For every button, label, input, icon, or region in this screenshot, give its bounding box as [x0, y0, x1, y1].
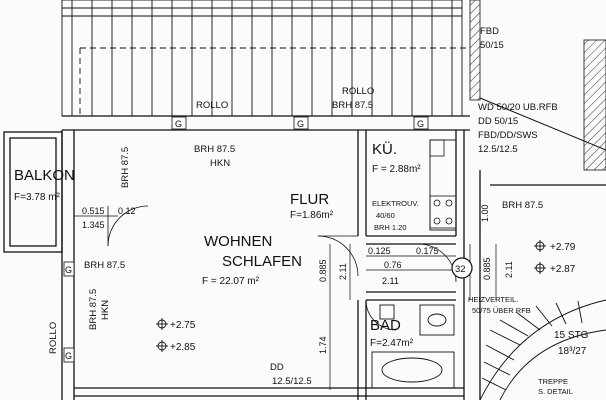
- elektro-label: ELEKTROUV.: [372, 199, 419, 208]
- room-number-text: 32: [455, 264, 466, 275]
- window-mark: G: [175, 119, 182, 129]
- wohnen-area: F = 22.07 m²: [202, 276, 260, 287]
- wd-note: WD 50/20 UB.RFB: [478, 102, 558, 113]
- balkon-dim-0515: 0.515: [82, 206, 105, 216]
- dim-0885-right: 0.885: [482, 257, 492, 280]
- treppe-detail-label: S. DETAIL: [538, 387, 573, 396]
- stairs-count: 15 STG: [554, 330, 589, 341]
- kitchen-counter: [429, 139, 457, 231]
- bad-area: F=2.47m²: [370, 338, 414, 349]
- kueche-side-dim: 1.00: [480, 204, 490, 222]
- balkon-brh-under: BRH 87.5: [84, 260, 125, 271]
- rollo-left-label: ROLLO: [196, 100, 228, 111]
- elektro-brh: BRH 1.20: [374, 223, 407, 232]
- level-markers: [156, 240, 546, 352]
- roof-rafters: [61, 0, 470, 117]
- dim-076: 0.76: [384, 260, 402, 270]
- left-brh-label: BRH 87.5: [88, 289, 99, 330]
- staircase: [479, 299, 606, 400]
- elektro-size: 40/60: [376, 211, 395, 220]
- wohnen-dd: DD: [270, 362, 284, 373]
- dim-0175: 0.175: [416, 246, 439, 256]
- wohnen-level-1: +2.75: [170, 320, 196, 331]
- fbd-dd-sws-note: FBD/DD/SWS: [478, 130, 538, 141]
- balkon-dim-012: 0.12: [118, 206, 136, 216]
- kueche-name: KÜ.: [372, 140, 397, 158]
- wohnen-brh: BRH 87.5: [194, 144, 235, 155]
- window-marks: [63, 116, 429, 363]
- brh-top-label: BRH 87.5: [332, 100, 373, 111]
- bathroom-fixtures: [371, 304, 455, 389]
- doors: [107, 205, 457, 331]
- size-note: 12.5/12.5: [478, 144, 518, 155]
- rollo-right-label: ROLLO: [342, 86, 374, 97]
- schlafen-name: SCHLAFEN: [222, 253, 302, 270]
- level-right-2: +2.87: [550, 264, 576, 275]
- dim-174: 1.74: [318, 336, 328, 354]
- left-hkn-label: HKN: [100, 300, 111, 320]
- wohnen-name: WOHNEN: [204, 233, 272, 250]
- heizverteil-note: HEIZVERTEIL.: [468, 295, 518, 304]
- dim-211-left: 2.11: [338, 263, 348, 280]
- bad-name: BAD: [370, 317, 401, 334]
- kitchen-sink: [429, 139, 445, 157]
- treppe-label: TREPPE: [538, 377, 568, 386]
- flur-area: F=1.86m²: [290, 210, 334, 221]
- dim-0125: 0.125: [368, 246, 391, 256]
- fbd-label: FBD: [480, 26, 499, 37]
- flur-name: FLUR: [290, 191, 329, 208]
- right-hatched-wall: [583, 39, 606, 171]
- room-number-badge: [451, 257, 473, 279]
- wohnen-dd-size: 12.5/12.5: [272, 376, 312, 387]
- balkon-area: F=3.78 m²: [14, 192, 61, 203]
- balkon-dim-1345: 1.345: [82, 220, 105, 230]
- walls: [3, 115, 606, 400]
- wohnen-level-2: +2.85: [170, 342, 196, 353]
- window-mark: G: [297, 119, 304, 129]
- level-right-1: +2.79: [550, 242, 576, 253]
- window-mark: G: [417, 119, 424, 129]
- balkon-name: BALKON: [14, 167, 75, 184]
- stove-icon: [429, 195, 457, 229]
- heizverteil-size-note: 50/75 ÜBER RFB: [472, 306, 531, 315]
- dd-note: DD 50/15: [478, 116, 518, 127]
- roof-hatch-right: [469, 0, 481, 101]
- balkon-brh-side: BRH 87.5: [120, 147, 131, 188]
- window-mark: G: [65, 351, 72, 361]
- wohnen-hkn: HKN: [210, 158, 230, 169]
- kueche-area: F = 2.88m²: [372, 164, 421, 175]
- dim-0885-left: 0.885: [318, 259, 328, 282]
- dim-211-right: 2.11: [504, 261, 514, 278]
- fbd-size-label: 50/15: [480, 40, 504, 51]
- brh-right-note: BRH 87.5: [502, 200, 543, 211]
- left-rollo-label: ROLLO: [48, 322, 59, 354]
- dim-211-horizontal: 2.11: [382, 276, 399, 286]
- window-mark: G: [65, 265, 72, 275]
- stairs-ratio: 18³/27: [558, 346, 587, 357]
